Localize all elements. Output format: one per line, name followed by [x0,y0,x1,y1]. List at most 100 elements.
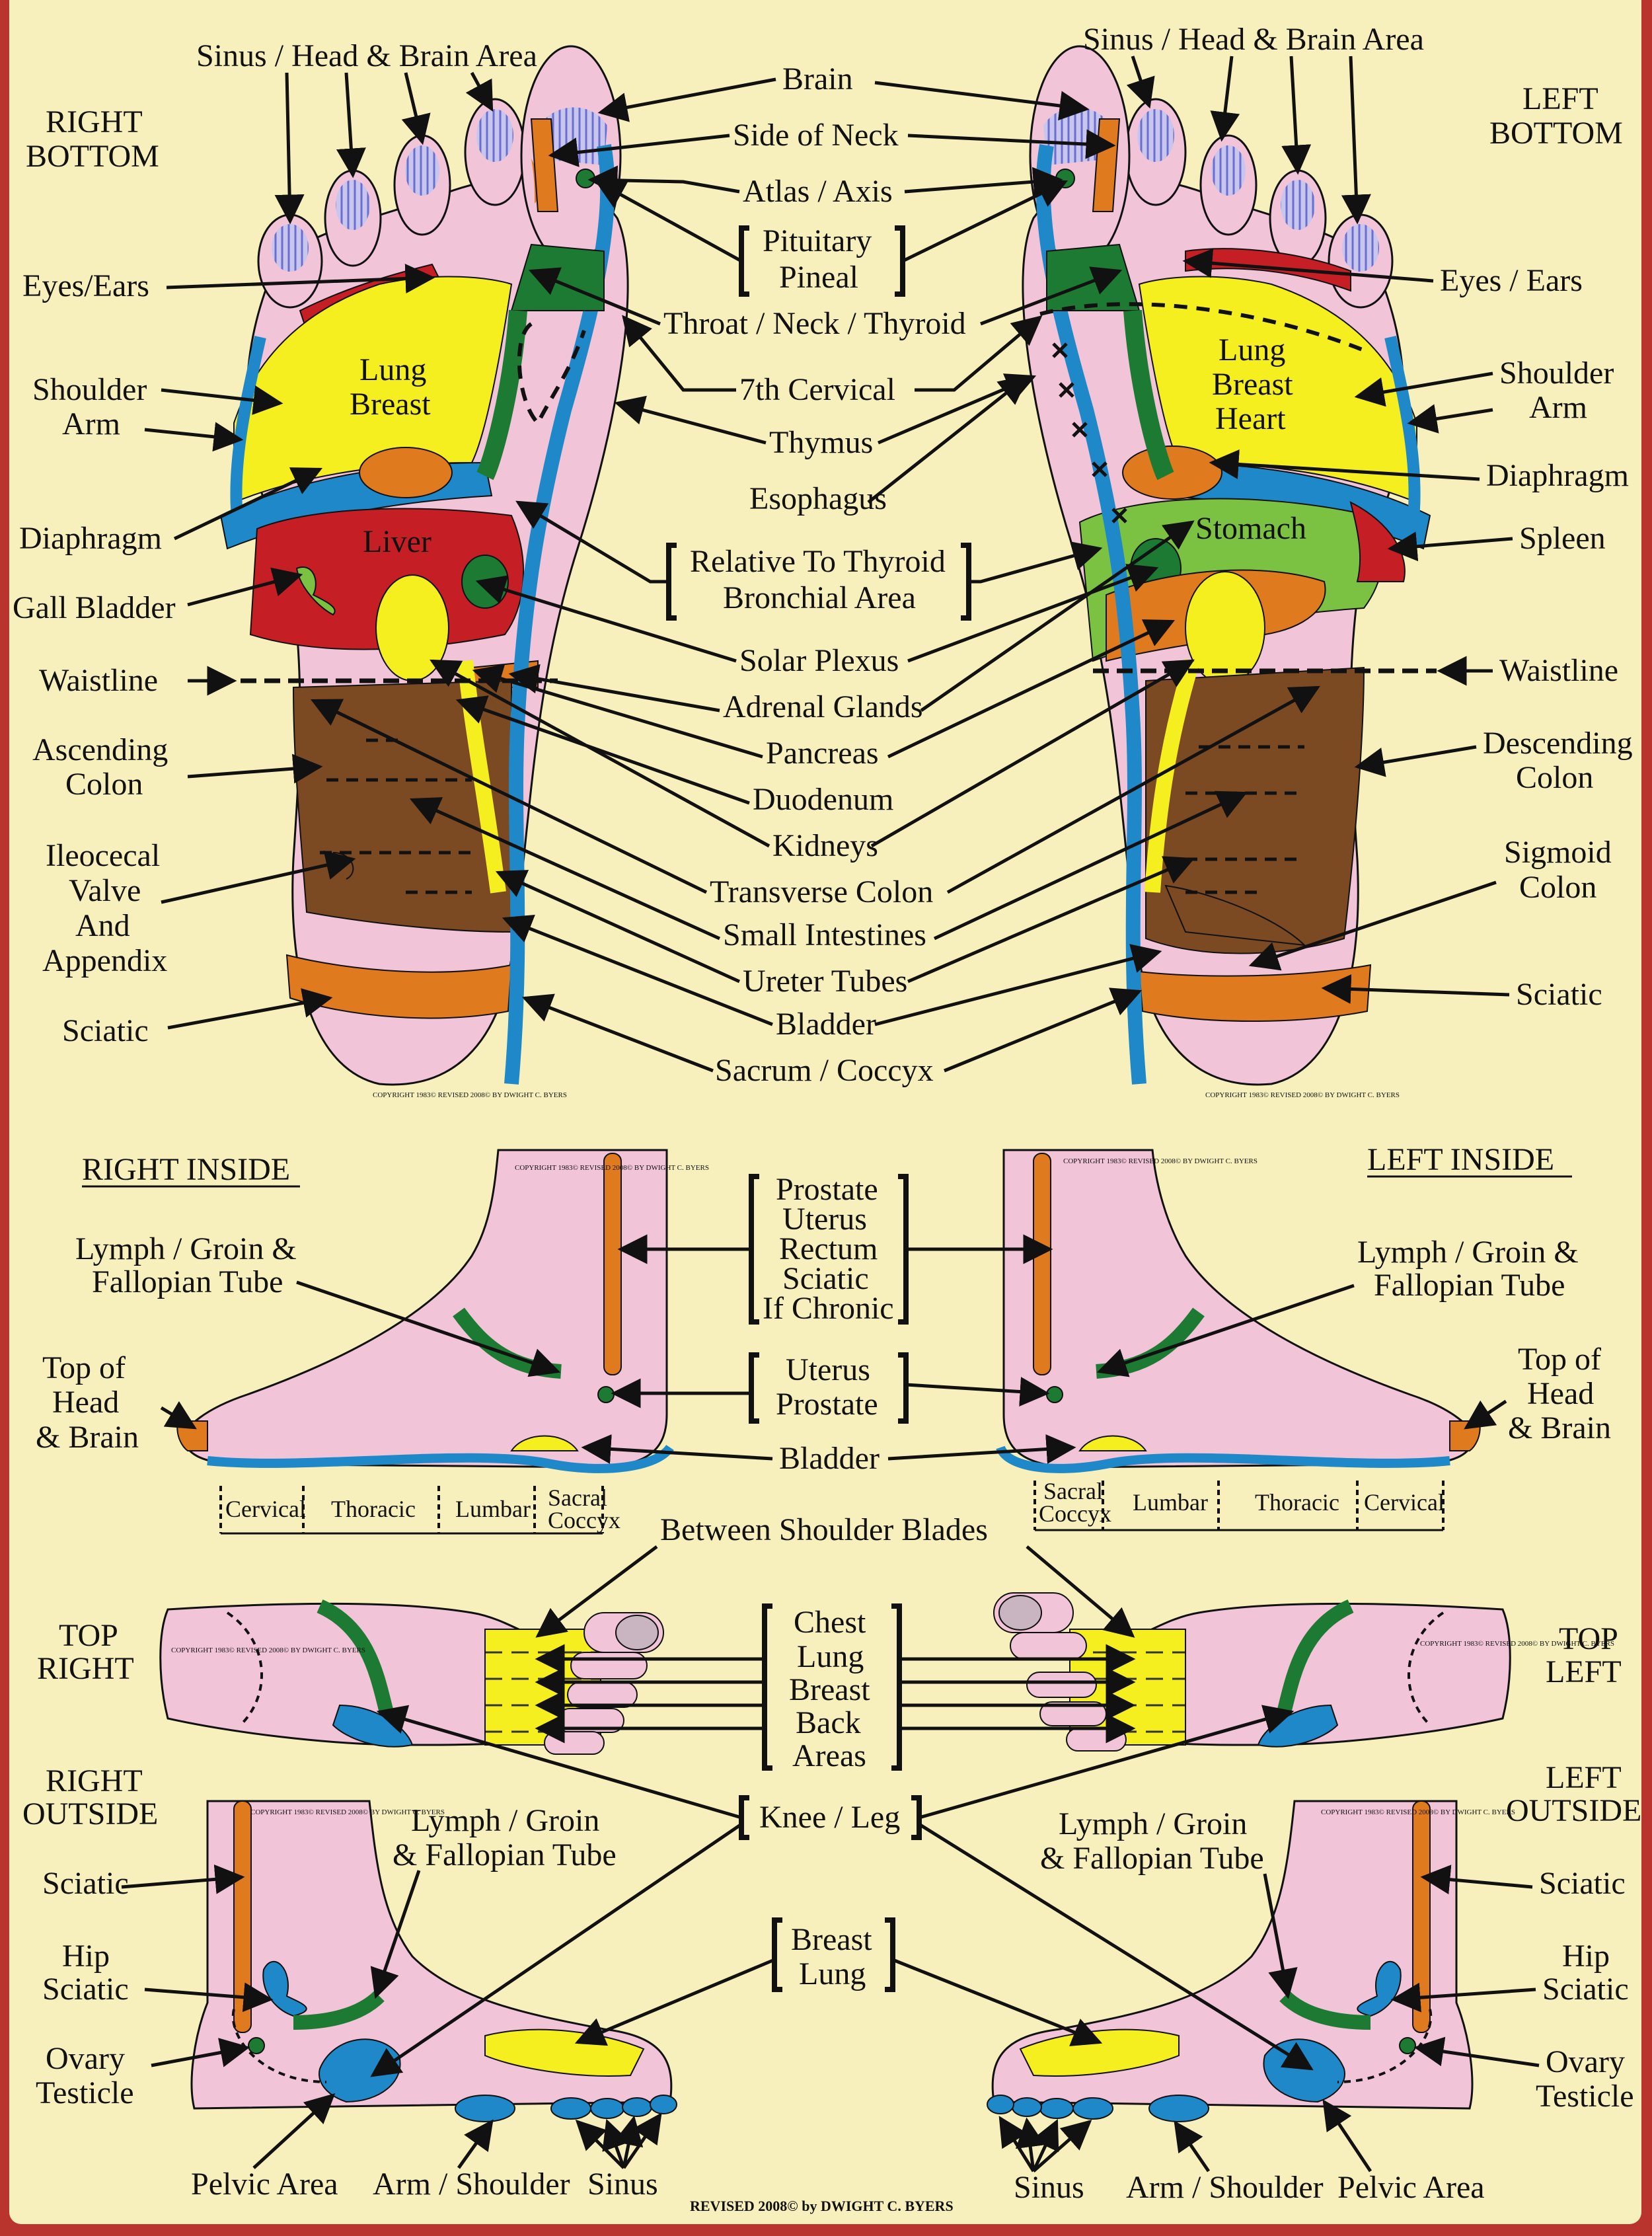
spine-label-thoracic: Thoracic [1255,1489,1339,1516]
label-arm-shoulder-left: Arm / Shoulder [1126,2170,1324,2205]
copyright-text: COPYRIGHT 1983© REVISED 2008© BY DWIGHT … [1420,1640,1614,1648]
label-7th-cervical: 7th Cervical [739,372,895,407]
bracket-icon [762,1603,902,1771]
label-sciatic-right-outside: Sciatic [42,1866,129,1901]
label-bladder: Bladder [776,1007,876,1042]
label-brain: Brain [782,61,853,96]
label-kidneys: Kidneys [772,828,878,863]
label-spleen: Spleen [1519,521,1606,556]
label-adrenal: Adrenal Glands [723,689,923,724]
label-sacrum: Sacrum / Coccyx [715,1053,934,1088]
spine-label-lumbar: Lumbar [455,1496,531,1522]
label-waistline-right: Waistline [39,663,158,698]
label-lymph-left-outside: Lymph / Groin& Fallopian Tube [1040,1806,1264,1876]
label-bladder-inside: Bladder [779,1441,880,1476]
region-stomach: Stomach [1195,511,1306,546]
copyright-text: COPYRIGHT 1983© REVISED 2008© BY DWIGHT … [373,1091,567,1099]
label-lymph-left-inside: Lymph / Groin &Fallopian Tube [1357,1235,1579,1303]
section-right-inside: RIGHT INSIDE [82,1152,290,1187]
label-lymph-right-outside: Lymph / Groin& Fallopian Tube [393,1803,617,1872]
center-labels: Brain Side of Neck Atlas / Axis Pituitar… [663,61,966,1088]
label-solar-plexus: Solar Plexus [739,643,899,678]
arrow-icon [121,1705,1540,2173]
label-between-shoulder: Between Shoulder Blades [660,1512,988,1547]
label-throat: Throat / Neck / Thyroid [663,306,966,341]
label-eyes-ears-left: Eyes / Ears [1440,263,1583,298]
label-sinus-right-outside: Sinus [587,2167,658,2202]
label-arm-shoulder-right: Arm / Shoulder [373,2167,570,2202]
label-pelvic-left: Pelvic Area [1337,2170,1485,2205]
spine-label-thoracic: Thoracic [331,1496,416,1522]
reflexology-chart: COPYRIGHT 1983© REVISED 2008© BY DWIGHT … [9,0,1641,2224]
label-eyes-ears-right: Eyes/Ears [22,268,149,303]
spine-label-cervical: Cervical [1364,1489,1445,1516]
arrow-icon [160,1234,1507,1464]
copyright-text: COPYRIGHT 1983© REVISED 2008© BY DWIGHT … [1205,1091,1400,1099]
copyright-text: COPYRIGHT 1983© REVISED 2008© BY DWIGHT … [1063,1157,1258,1165]
right-inside-foot [176,1149,674,1473]
copyright-text: COPYRIGHT 1983© REVISED 2008© BY DWIGHT … [515,1164,709,1172]
copyright-text: COPYRIGHT 1983© REVISED 2008© BY DWIGHT … [171,1646,365,1654]
copyright-text: COPYRIGHT 1983© REVISED 2008© BY DWIGHT … [250,1808,445,1816]
label-pelvic-right: Pelvic Area [191,2167,338,2202]
label-diaphragm-right: Diaphragm [19,521,162,556]
top-right-foot [159,1599,664,1755]
label-esophagus: Esophagus [749,481,887,516]
label-waistline-left: Waistline [1499,653,1618,688]
arrow-icon [535,1545,1136,1744]
label-lymph-right-inside: Lymph / Groin &Fallopian Tube [75,1231,297,1299]
label-thymus: Thymus [769,425,873,460]
label-sinus-right: Sinus / Head & Brain Area [196,38,537,73]
spine-label-lumbar: Lumbar [1133,1489,1208,1516]
label-small-intestines: Small Intestines [723,917,926,952]
label-atlas-axis: Atlas / Axis [743,174,893,209]
chart-canvas: COPYRIGHT 1983© REVISED 2008© BY DWIGHT … [13,22,1641,2214]
label-sinus-left-outside: Sinus [1014,2170,1084,2205]
label-sciatic-right: Sciatic [62,1013,149,1048]
label-sciatic-left-outside: Sciatic [1539,1866,1626,1901]
region-liver: Liver [363,524,432,559]
top-left-foot [993,1592,1511,1752]
right-bottom-foot [219,45,629,1086]
label-transverse-colon: Transverse Colon [710,874,933,909]
spine-label-cervical: Cervical [225,1496,306,1522]
arrow-icon [144,56,1513,1073]
label-sciatic-left: Sciatic [1516,977,1602,1012]
copyright-text: COPYRIGHT 1983© REVISED 2008© BY DWIGHT … [1321,1808,1515,1816]
left-inside-foot [996,1149,1481,1473]
section-left-inside: LEFT INSIDE [1367,1142,1554,1177]
footer-credit: REVISED 2008© by DWIGHT C. BYERS [690,2198,954,2214]
left-bottom-foot [1022,45,1431,1086]
label-pancreas: Pancreas [766,736,879,771]
right-outside-foot [190,1800,677,2122]
label-duodenum: Duodenum [753,782,893,817]
